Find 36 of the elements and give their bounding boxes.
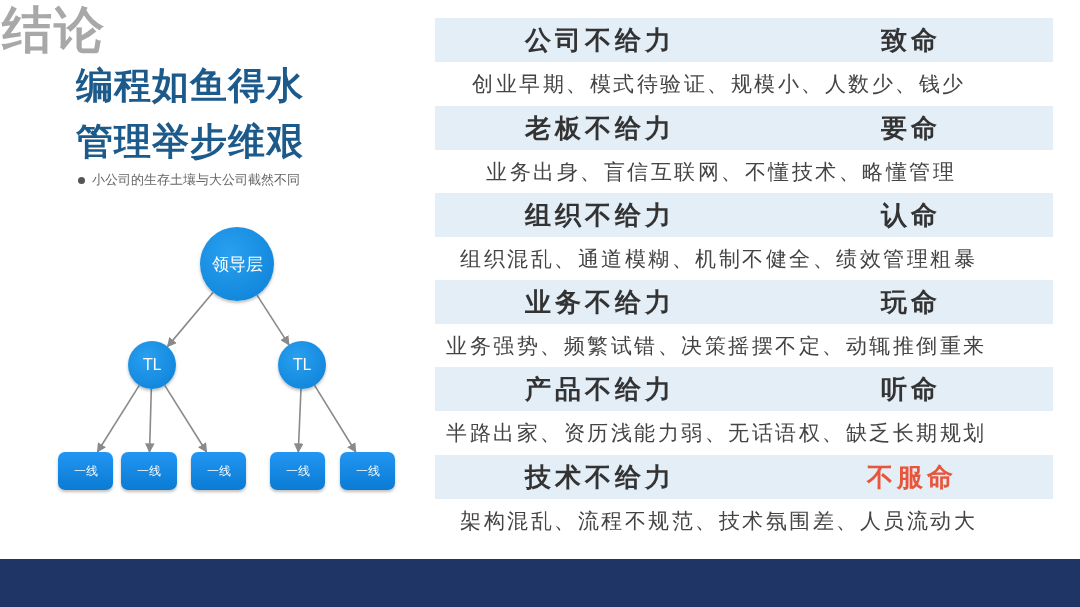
arrow xyxy=(293,388,304,453)
rounded-box: 一线 xyxy=(191,452,246,490)
description-text: 组织混乱、通道模糊、机制不健全、绩效管理粗暴 xyxy=(460,246,977,273)
row-heading: 产品不给力 xyxy=(525,373,675,406)
arrow xyxy=(256,294,290,346)
row-heading: 技术不给力 xyxy=(525,461,675,494)
arrow xyxy=(163,384,208,453)
rounded-box: 一线 xyxy=(270,452,325,490)
row-verdict: 玩命 xyxy=(881,286,941,319)
bullet-text: 小公司的生存土壤与大公司截然不同 xyxy=(92,171,300,189)
circle-node: 领导层 xyxy=(200,227,274,301)
arrow xyxy=(313,384,357,453)
circle-node: TL xyxy=(128,341,176,389)
row-heading: 老板不给力 xyxy=(525,112,675,145)
description-text: 架构混乱、流程不规范、技术氛围差、人员流动大 xyxy=(460,508,977,535)
row-verdict: 要命 xyxy=(881,112,941,145)
arrow xyxy=(145,388,155,453)
row-heading: 业务不给力 xyxy=(525,286,675,319)
rounded-box: 一线 xyxy=(58,452,113,490)
row-verdict: 认命 xyxy=(881,199,941,232)
row-verdict: 不服命 xyxy=(867,461,957,494)
description-text: 半路出家、资历浅能力弱、无话语权、缺乏长期规划 xyxy=(446,420,987,447)
rounded-box: 一线 xyxy=(121,452,177,490)
row-verdict: 致命 xyxy=(881,24,941,57)
background-heading: 结论 xyxy=(2,2,106,58)
description-text: 业务强势、频繁试错、决策摇摆不定、动辄推倒重来 xyxy=(446,333,987,360)
description-text: 业务出身、盲信互联网、不懂技术、略懂管理 xyxy=(486,159,956,186)
arrow xyxy=(96,384,141,453)
circle-node: TL xyxy=(278,341,326,389)
description-text: 创业早期、模式待验证、规模小、人数少、钱少 xyxy=(472,71,966,98)
row-verdict: 听命 xyxy=(881,373,941,406)
row-heading: 组织不给力 xyxy=(525,199,675,232)
rounded-box: 一线 xyxy=(340,452,395,490)
slide-title: 编程如鱼得水管理举步维艰 xyxy=(76,63,305,165)
arrow xyxy=(166,291,214,348)
row-heading: 公司不给力 xyxy=(525,24,675,57)
